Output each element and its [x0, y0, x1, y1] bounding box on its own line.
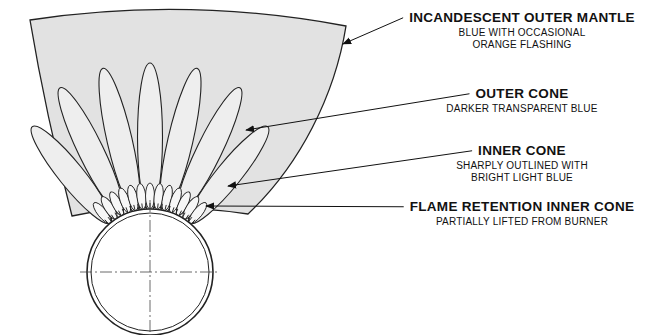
callout-heading: INNER CONE — [478, 143, 566, 159]
leader-lines — [206, 18, 472, 207]
retention-tick — [176, 209, 178, 214]
retention-tick — [137, 204, 139, 209]
outer-cone — [180, 119, 277, 231]
retention-tick — [169, 206, 170, 211]
retention-tick — [189, 217, 192, 221]
inner-cone — [186, 200, 209, 226]
leader-arrow — [246, 94, 469, 130]
retention-tick — [108, 217, 111, 221]
retention-tick — [126, 207, 128, 212]
leader-arrow — [343, 18, 403, 44]
callout-note: DARKER TRANSPARENT BLUE — [427, 103, 617, 115]
callout-heading: INCANDESCENT OUTER MANTLE — [409, 10, 635, 26]
retention-tick — [141, 203, 143, 208]
retention-tick — [157, 203, 159, 208]
retention-tick — [122, 209, 124, 214]
retention-tick — [179, 211, 181, 215]
retention-tick — [165, 205, 166, 210]
leader-arrow — [228, 151, 472, 186]
leader-arrow — [206, 206, 404, 208]
retention-tick — [130, 206, 131, 211]
retention-tick — [150, 203, 151, 208]
retention-tick — [183, 213, 186, 217]
retention-tick — [172, 207, 174, 212]
retention-tick — [118, 211, 120, 215]
retention-tick — [153, 203, 154, 208]
callout-note: SHARPLY OUTLINED WITH BRIGHT LIGHT BLUE — [447, 160, 597, 183]
retention-tick — [111, 215, 114, 219]
retention-tick — [115, 213, 118, 217]
retention-tick — [105, 220, 108, 224]
burner-pipe — [80, 200, 220, 335]
retention-tick — [192, 220, 195, 224]
flame-retention-cones — [105, 203, 195, 224]
callout-heading: FLAME RETENTION INNER CONE — [410, 199, 635, 215]
callout-note: PARTIALLY LIFTED FROM BURNER — [417, 216, 627, 228]
retention-tick — [145, 203, 146, 208]
retention-tick — [134, 205, 135, 210]
inner-cone — [146, 183, 155, 209]
retention-tick — [161, 204, 163, 209]
callout-heading: OUTER CONE — [475, 86, 568, 102]
callout-note: BLUE WITH OCCASIONAL ORANGE FLASHING — [447, 27, 597, 50]
retention-tick — [186, 215, 189, 219]
